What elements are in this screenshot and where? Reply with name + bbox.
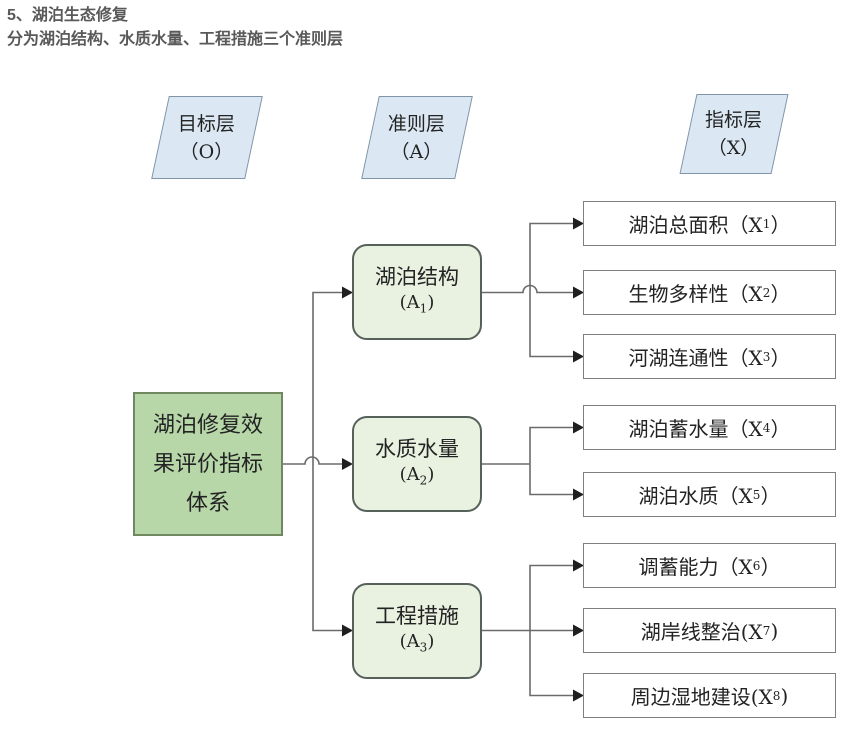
arrowhead-a3-icon <box>342 624 353 637</box>
criteria-a1-label: 湖泊结构 <box>375 264 459 289</box>
connector-a2-trunk <box>529 426 573 496</box>
page-header: 5、湖泊生态修复 分为湖泊结构、水质水量、工程措施三个准则层 <box>7 4 343 52</box>
criteria-a3-label: 工程措施 <box>375 603 459 628</box>
layer-header-goal-text: 目标层 （O） <box>178 112 236 163</box>
arrowhead-a2-icon <box>342 458 353 470</box>
arrowhead-x4-icon <box>573 421 584 434</box>
layer-header-goal: 目标层 （O） <box>151 96 263 179</box>
criteria-box-a2: 水质水量 (A2) <box>352 416 482 512</box>
criteria-a3-code: (A3) <box>399 630 435 655</box>
goal-box-line2: 果评价指标 <box>152 451 263 477</box>
criteria-box-a1: 湖泊结构 (A1) <box>352 244 482 340</box>
arrowhead-x2-icon <box>573 286 584 299</box>
arrowhead-x7-icon <box>573 624 584 637</box>
layer-header-indicator-text: 指标层 （X） <box>705 109 763 159</box>
arrowhead-a1-icon <box>342 286 353 299</box>
arrowhead-x3-icon <box>573 350 584 363</box>
goal-box: 湖泊修复效 果评价指标 体系 <box>133 392 283 536</box>
layer-header-criteria-text: 准则层 （A） <box>388 112 446 163</box>
connector-a1-to-x2-with-hop <box>482 284 573 294</box>
connector-goal-to-a2-with-hop <box>283 456 342 465</box>
goal-box-line1: 湖泊修复效 <box>152 412 263 438</box>
arrowhead-x8-icon <box>573 689 584 702</box>
criteria-a1-code: (A1) <box>399 291 435 316</box>
arrowhead-x5-icon <box>573 488 584 501</box>
connector-a3-trunk <box>529 564 573 697</box>
page-subtitle: 分为湖泊结构、水质水量、工程措施三个准则层 <box>7 31 344 48</box>
layer-header-criteria: 准则层 （A） <box>361 96 473 179</box>
arrowhead-x1-icon <box>573 217 584 230</box>
criteria-a2-label: 水质水量 <box>375 436 459 461</box>
criteria-box-a3: 工程措施 (A3) <box>352 583 482 679</box>
arrowhead-x6-icon <box>573 559 584 572</box>
connector-a1-trunk <box>529 222 573 358</box>
layer-header-indicator: 指标层 （X） <box>679 94 789 174</box>
goal-box-line3: 体系 <box>185 490 230 516</box>
page-title: 5、湖泊生态修复 <box>7 7 128 24</box>
criteria-a2-code: (A2) <box>399 463 435 488</box>
connector-goal-trunk <box>312 291 342 632</box>
